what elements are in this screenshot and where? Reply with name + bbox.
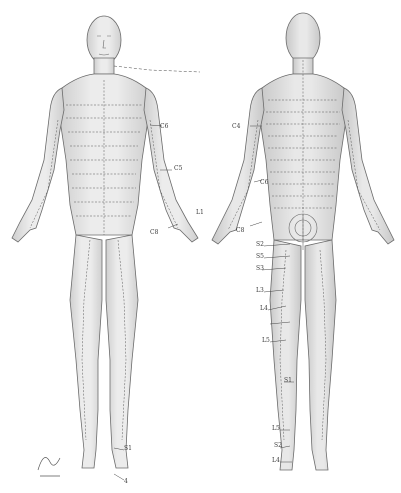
posterior-left-leg — [270, 240, 301, 470]
label-anterior-c5: C5 — [174, 166, 182, 172]
label-posterior-c6: C6 — [260, 180, 268, 186]
label-posterior-l4: L4 — [260, 306, 268, 312]
posterior-right-leg — [305, 240, 336, 470]
posterior-right-arm — [342, 88, 394, 244]
label-anterior-l4: 4 — [124, 479, 128, 485]
label-anterior-c8: C8 — [150, 230, 158, 236]
label-anterior-s1: S1 — [124, 446, 132, 452]
label-posterior-l4b: L4 — [272, 458, 280, 464]
label-posterior-s1: S1 — [284, 378, 292, 384]
anterior-right-arm — [12, 88, 64, 242]
label-posterior-c4: C4 — [232, 124, 240, 130]
posterior-left-arm — [212, 88, 264, 244]
artist-signature — [38, 458, 60, 477]
anterior-right-leg — [70, 235, 102, 468]
anterior-neck — [94, 58, 114, 74]
label-posterior-s2: S2 — [256, 242, 264, 248]
label-posterior-c8: C8 — [236, 228, 244, 234]
label-posterior-s3: S3 — [256, 266, 264, 272]
label-anterior-c6: C6 — [160, 124, 168, 130]
anterior-left-arm — [144, 88, 198, 242]
posterior-head — [286, 13, 320, 63]
label-posterior-l3: L3 — [256, 288, 264, 294]
label-anterior-l1: L1 — [196, 210, 204, 216]
anterior-body — [12, 16, 198, 468]
label-posterior-l5: L5 — [262, 338, 270, 344]
label-posterior-l5b: L5 — [272, 426, 280, 432]
anterior-left-leg — [106, 235, 138, 468]
label-posterior-s5: S5 — [256, 254, 264, 260]
label-posterior-s2b: S2 — [274, 443, 282, 449]
